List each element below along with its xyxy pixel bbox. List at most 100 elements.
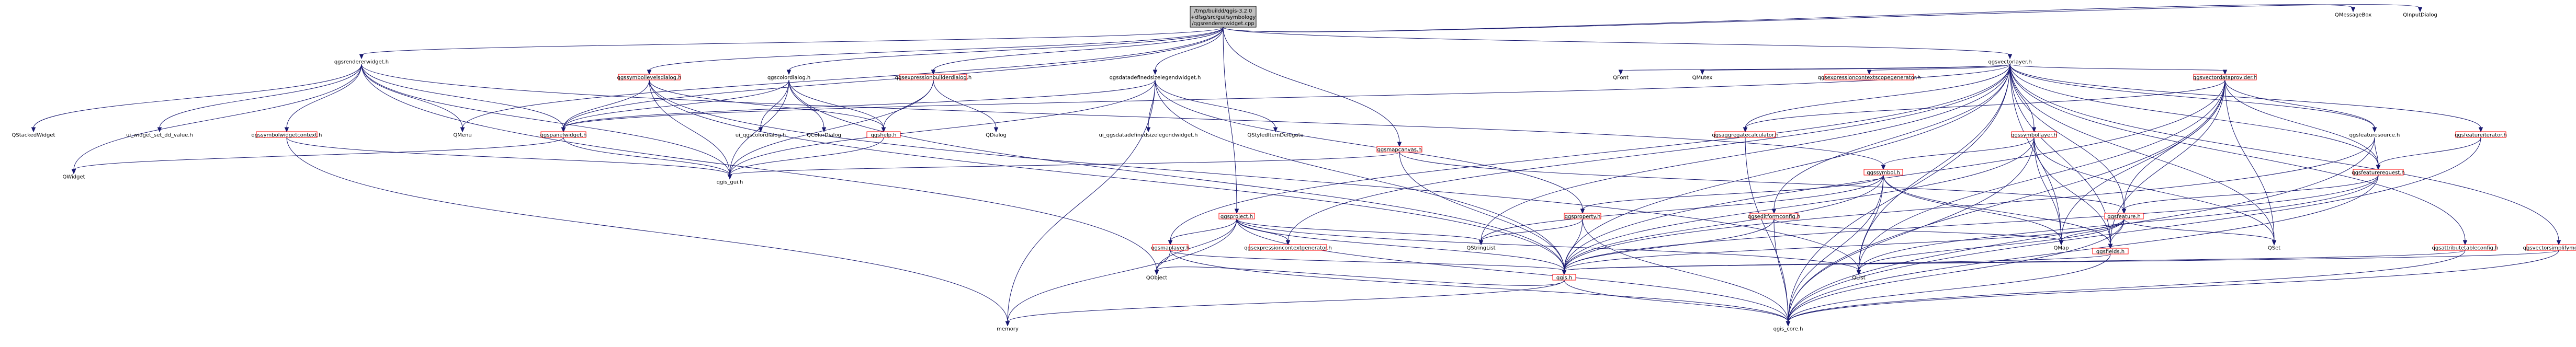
edge-qgsfeature_h-to-qgis_h [1564, 218, 2125, 271]
node-qgseditformconfig-h[interactable]: qgseditformconfig.h [1748, 213, 1801, 220]
node-qgssymbollayer-h[interactable]: qgssymbollayer.h [2011, 131, 2057, 138]
node-qgspanelwidget-h[interactable]: qgspanelwidget.h [540, 131, 587, 138]
edge-qgsfeaturesource_h-to-qgsfeaturerequest_h [2374, 137, 2379, 166]
node-qgssymbol-h[interactable]: qgssymbol.h [1863, 169, 1903, 176]
node-label: QDialog [986, 133, 1007, 138]
edge-qgsfeaturerequest_h-to-qgsfeature_h [2123, 175, 2379, 210]
edge-qgsvectorlayer_h-to-qgis_core_h [1788, 64, 2010, 322]
edge-qgsmapcanvas_h-to-qgsfeature_h [1399, 152, 2125, 210]
edge-qgseditformconfig_h-to-qgis_h [1564, 218, 1775, 271]
node-qgis-core-h[interactable]: qgis_core.h [1773, 326, 1803, 332]
node-qmap[interactable]: QMap [2053, 245, 2069, 251]
node-ui-qgscolordialog-h[interactable]: ui_qgscolordialog.h [736, 132, 786, 138]
edge-arrowhead [561, 127, 566, 133]
node-label: QMap [2054, 246, 2069, 251]
node-qstringlist[interactable]: QStringList [1466, 245, 1496, 251]
node-label: qgssymbol.h [1867, 170, 1900, 176]
edge-arrowhead [2059, 240, 2064, 246]
node-qmutex[interactable]: QMutex [1692, 74, 1713, 81]
edge-arrowhead [1881, 165, 1886, 170]
edge-qgsmapcanvas_h-to-qgis_gui_h [729, 152, 1400, 176]
node-qgsvectorlayer-h[interactable]: qgsvectorlayer.h [1987, 59, 2033, 65]
edge-arrowhead [1786, 321, 1791, 327]
node-qgsmapcanvas-h[interactable]: qgsmapcanvas.h [1376, 146, 1422, 153]
node-label: QMessageBox [2335, 13, 2371, 18]
node-qinputdialog[interactable]: QInputDialog [2403, 11, 2437, 18]
node-label: QMenu [453, 133, 471, 138]
node-qgsfeature-h[interactable]: qgsfeature.h [2104, 213, 2144, 220]
edge-qgssymbolwidgetcontext_h-to-memory [286, 137, 1008, 322]
edge-qgsfeatureiterator_h-to-qgis_core_h [1788, 137, 2481, 322]
node-qgis-h[interactable]: qgis.h [1552, 274, 1576, 281]
node-box [2526, 244, 2576, 251]
node-qgsproperty-h[interactable]: qgsproperty.h [1564, 213, 1601, 220]
edge-arrowhead [2007, 54, 2013, 60]
node-qgscolordialog-h[interactable]: qgscolordialog.h [766, 74, 811, 81]
node-qset[interactable]: QSet [2267, 245, 2281, 251]
node-qgsvectorsimplifymethod-h[interactable]: qgsvectorsimplifymethod.h [2523, 244, 2576, 251]
node-qcolordialog[interactable]: QColorDialog [807, 132, 841, 138]
node-qgsvectordataprovider-h[interactable]: qgsvectordataprovider.h [2193, 74, 2257, 81]
node-label: qgsfeaturesource.h [2349, 133, 2400, 138]
edge-qgsrendererwidget_h-to-qgssymbolwidgetcontext_h [286, 64, 362, 129]
node-box [2193, 74, 2257, 80]
node-ui-widget-set-dd-value-h[interactable]: ui_widget_set_dd_value.h [126, 132, 193, 138]
node-qgsexpressionbuilderdialog-h[interactable]: qgsexpressionbuilderdialog.h [895, 74, 972, 81]
edge-qgsvectorlayer_h-to-QMutex [1702, 64, 2010, 71]
edge-root-to-qgsproject_h [1223, 27, 1237, 210]
node-qwidget[interactable]: QWidget [62, 173, 85, 180]
node-qmessagebox[interactable]: QMessageBox [2335, 11, 2371, 18]
node-qgsfeatureiterator-h[interactable]: qgsfeatureiterator.h [2455, 131, 2507, 138]
node-qgsaggregatecalculator-h[interactable]: qgsaggregatecalculator.h [1712, 131, 1779, 138]
edge-qgsvectorlayer_h-to-qgsexpressioncontextgenerator_h [1287, 64, 2010, 241]
node-qdialog[interactable]: QDialog [985, 132, 1007, 138]
edge-arrowhead [2376, 165, 2381, 170]
edge-arrowhead [1856, 270, 1861, 275]
node-qfont[interactable]: QFont [1611, 74, 1630, 81]
edge-arrowhead [1273, 127, 1278, 133]
node-qgsattributetableconfig-h[interactable]: qgsattributetableconfig.h [2432, 244, 2499, 251]
node-box [1190, 6, 1257, 28]
node-qstyleditemdelegate[interactable]: QStyledItemDelegate [1247, 132, 1303, 138]
edge-qgscolordialog_h-to-qgis_gui_h [729, 79, 789, 176]
node-label: qgis_core.h [1773, 327, 1803, 332]
node-label: memory [997, 327, 1019, 332]
node-qgsmaplayer-h[interactable]: qgsmaplayer.h [1151, 244, 1190, 251]
edge-qgsvectordataprovider_h-to-qgsfeature_h [2123, 79, 2225, 210]
node-qgsproject-h[interactable]: qgsproject.h [1218, 213, 1255, 220]
node-qgssymbolwidgetcontext-h[interactable]: qgssymbolwidgetcontext.h [252, 131, 322, 138]
edge-root-to-QInputDialog [1223, 4, 2421, 32]
node-qmenu[interactable]: QMenu [453, 132, 472, 138]
node-qstackedwidget[interactable]: QStackedWidget [12, 132, 55, 138]
node-qgsexpressioncontextscopegenerator-h[interactable]: qgsexpressioncontextscopegenerator.h [1818, 74, 1921, 81]
edge-qgsfeature_h-to-qgis_core_h [1788, 218, 2125, 322]
edge-qgsfeature_h-to-qgsfields_h [2110, 218, 2125, 245]
node-qgsrendererwidget-h[interactable]: qgsrendererwidget.h [334, 59, 389, 65]
node-ui-qgsdatadefinedsizelegendwidget-h[interactable]: ui_qgsdatadefinedsizelegendwidget.h [1099, 132, 1198, 138]
node-qgsexpressioncontextgenerator-h[interactable]: qgsexpressioncontextgenerator.h [1244, 244, 1332, 251]
node-label: QWidget [62, 175, 85, 180]
node-qgis-gui-h[interactable]: qgis_gui.h [717, 179, 743, 186]
node-qgsfields-h[interactable]: qgsfields.h [2092, 248, 2129, 255]
edge-arrowhead [1285, 240, 1291, 246]
node-qgshelp-h[interactable]: qgshelp.h [866, 131, 901, 138]
edge-qgsvectorlayer_h-to-qgsmaplayer_h [1170, 64, 2010, 241]
edge-arrowhead [993, 127, 999, 133]
node-qgssymbollevelsdialog-h[interactable]: qgssymbollevelsdialog.h [617, 74, 682, 81]
node-qobject[interactable]: QObject [1146, 274, 1168, 281]
edge-qgsdatadefinedsizelegendwidget_h-to-memory [1007, 79, 1156, 322]
edge-qgsfeaturerequest_h-to-qgis_h [1564, 175, 2379, 271]
edge-qgssymbollevelsdialog_h-to-qgspanelwidget_h [563, 79, 650, 129]
node-box [2011, 131, 2057, 138]
node-qgsfeaturerequest-h[interactable]: qgsfeaturerequest.h [2352, 169, 2405, 176]
node-qgsdatadefinedsizelegendwidget-h[interactable]: qgsdatadefinedsizelegendwidget.h [1110, 74, 1201, 81]
node-qgsfeaturesource-h[interactable]: qgsfeaturesource.h [2349, 132, 2400, 138]
node-label: qgsvectorsimplifymethod.h [2523, 246, 2576, 251]
edge-qgsmaplayer_h-to-qgis_core_h [1170, 250, 1789, 322]
edge-arrowhead [881, 127, 886, 133]
node-memory[interactable]: memory [997, 326, 1019, 332]
edge-qgsdatadefinedsizelegendwidget_h-to-QStyledItemDelegate [1155, 79, 1276, 129]
node-qlist[interactable]: QList [1851, 274, 1867, 281]
edge-qgssymbol_h-to-QStringList [1481, 175, 1884, 241]
